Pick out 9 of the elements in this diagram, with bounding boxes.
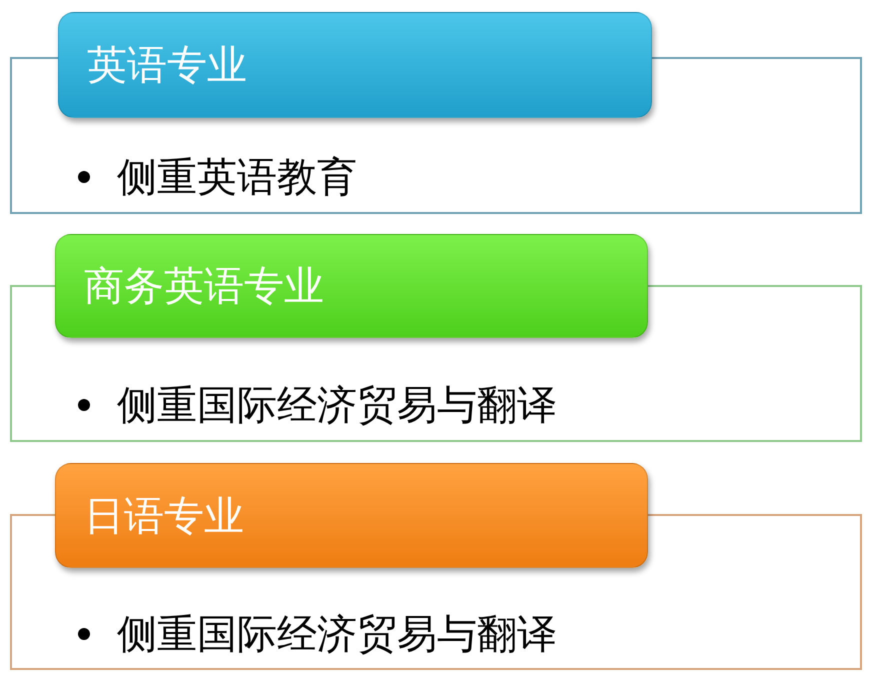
bullet-text: 侧重国际经济贸易与翻译 xyxy=(117,382,557,430)
heading-text: 日语专业 xyxy=(84,492,244,541)
bullet-text: 侧重国际经济贸易与翻译 xyxy=(117,610,557,660)
heading-banner xyxy=(58,12,652,118)
heading-text: 商务英语专业 xyxy=(84,262,324,312)
heading-banner xyxy=(55,463,648,568)
bullet-text: 侧重英语教育 xyxy=(117,154,357,202)
heading-banner xyxy=(55,234,648,338)
heading-text: 英语专业 xyxy=(87,42,247,90)
